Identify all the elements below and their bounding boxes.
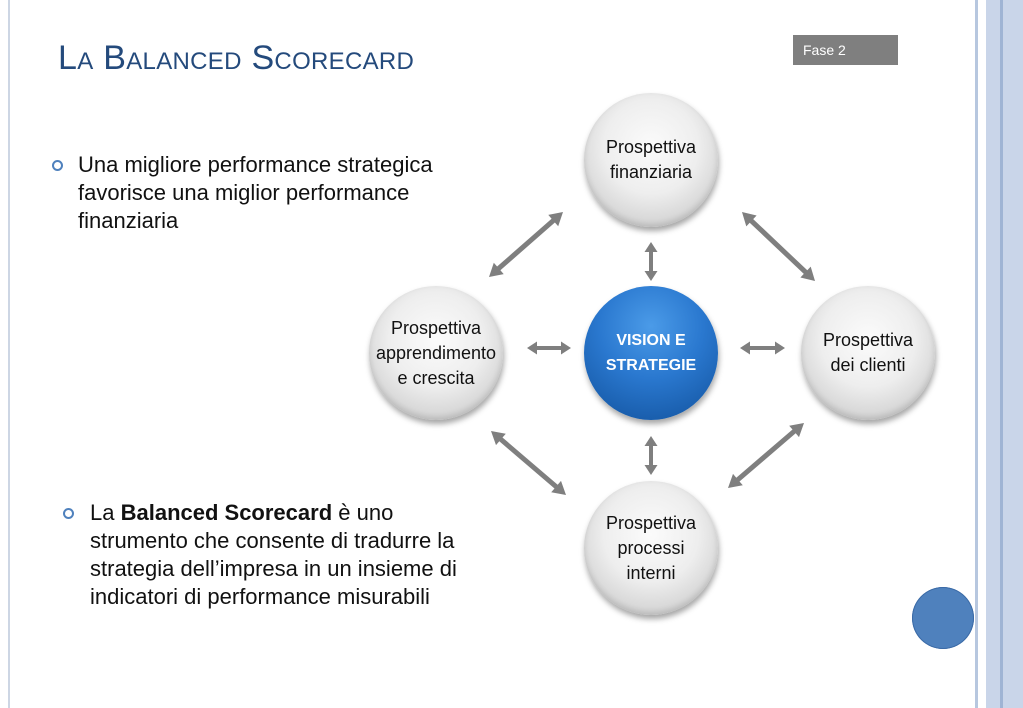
bullet-line: finanziaria bbox=[78, 208, 179, 233]
node-label: processi bbox=[617, 537, 685, 558]
node-label: Prospettiva bbox=[390, 317, 482, 338]
slide-right-decoration bbox=[975, 0, 1023, 708]
bullet-line: indicatori di performance misurabili bbox=[90, 584, 430, 609]
node-label: apprendimento bbox=[375, 342, 497, 363]
arrow-processi-clienti bbox=[728, 423, 804, 488]
bullet-circle-icon bbox=[63, 508, 74, 519]
arrow-finanziaria-vision bbox=[644, 242, 658, 281]
decor-stripe bbox=[1003, 0, 1023, 708]
bullet-bold-term: Balanced Scorecard bbox=[120, 500, 333, 525]
node-label: STRATEGIE bbox=[605, 357, 697, 374]
bullet-line: La Balanced Scorecard è uno bbox=[90, 499, 457, 527]
node-label: dei clienti bbox=[830, 355, 906, 375]
node-label: finanziaria bbox=[609, 162, 693, 182]
decor-stripe bbox=[975, 0, 978, 708]
node-label: Prospettiva bbox=[605, 512, 697, 533]
slide-title: La Balanced Scorecard bbox=[58, 39, 415, 77]
node-label: Prospettiva bbox=[822, 330, 914, 350]
arrow-apprendimento-vision bbox=[527, 341, 571, 355]
arrow-finanziaria-apprendimento bbox=[489, 212, 563, 277]
slide-left-border bbox=[8, 0, 10, 708]
bullet-text: è uno bbox=[332, 500, 394, 525]
bullet-text: La bbox=[90, 500, 121, 525]
node-prospettiva-clienti: Prospettiva dei clienti bbox=[801, 286, 935, 420]
node-vision-strategie: VISION E STRATEGIE bbox=[584, 286, 718, 420]
arrow-finanziaria-clienti bbox=[742, 212, 815, 281]
node-prospettiva-apprendimento: Prospettiva apprendimento e crescita bbox=[369, 286, 503, 420]
node-prospettiva-finanziaria: Prospettiva finanziaria bbox=[584, 93, 718, 227]
bullet-line: strumento che consente di tradurre la bbox=[90, 528, 455, 553]
bullet-line: strategia dell’impresa in un insieme di bbox=[90, 556, 457, 581]
node-prospettiva-processi: Prospettiva processi interni bbox=[584, 481, 718, 615]
bullet-point-definition: La Balanced Scorecard è uno strumento ch… bbox=[90, 499, 457, 611]
decor-stripe bbox=[986, 0, 1000, 708]
decorative-blue-circle bbox=[912, 587, 974, 649]
bullet-circle-icon bbox=[52, 160, 63, 171]
node-label: interni bbox=[626, 562, 676, 583]
node-label: Prospettiva bbox=[605, 137, 697, 157]
bullet-line: Una migliore performance strategica bbox=[78, 152, 433, 177]
arrow-vision-clienti bbox=[740, 341, 785, 355]
bullet-point-performance: Una migliore performance strategica favo… bbox=[78, 151, 433, 235]
bullet-line: favorisce una miglior performance bbox=[78, 180, 410, 205]
node-label: VISION E bbox=[616, 332, 686, 349]
arrow-vision-processi bbox=[644, 436, 658, 475]
decor-stripe bbox=[1000, 0, 1003, 708]
arrow-apprendimento-processi bbox=[491, 431, 566, 495]
node-label: e crescita bbox=[397, 367, 475, 388]
phase-badge: Fase 2 bbox=[793, 35, 898, 65]
